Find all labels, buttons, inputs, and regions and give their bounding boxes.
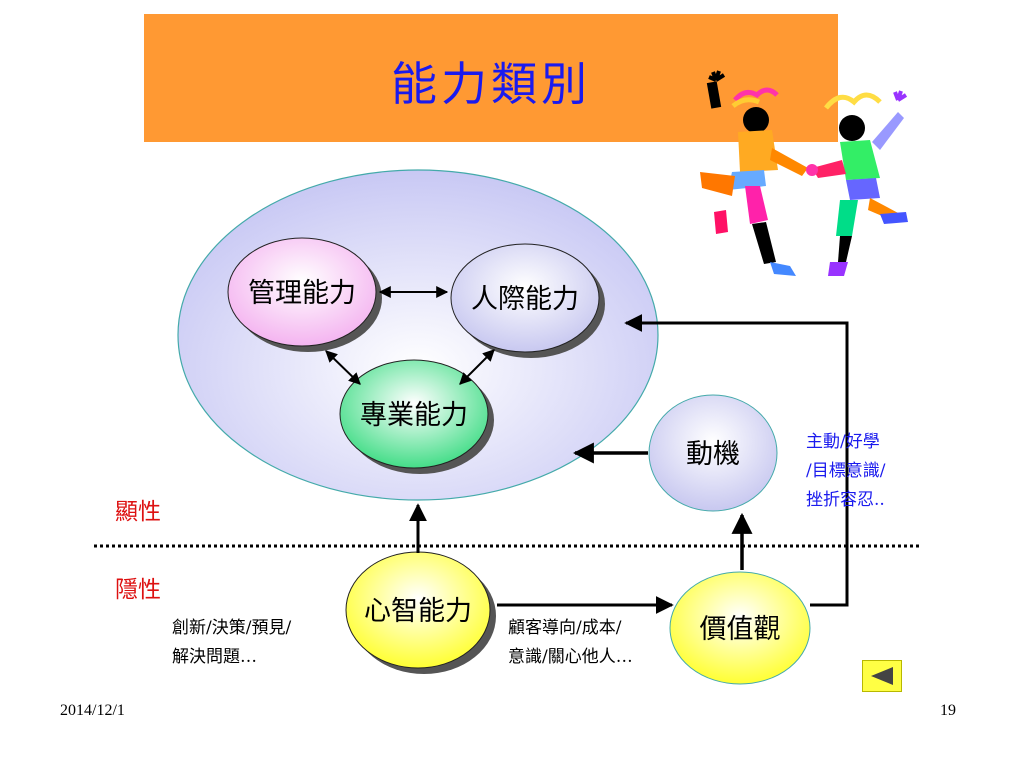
motivation-node <box>648 394 778 512</box>
slide-number: 19 <box>940 702 956 719</box>
interpersonal-node: 人際能力 <box>450 243 605 358</box>
slide-title: 能力類別 <box>391 57 591 111</box>
professional-label: 專業能力 <box>360 400 468 431</box>
mental-node: 心智能力 <box>345 551 496 674</box>
mental-label: 心智能力 <box>364 596 472 627</box>
implicit-label: 隱性 <box>115 577 161 603</box>
values-node <box>669 571 811 685</box>
dancing-people-illustration <box>700 70 908 276</box>
slide-date: 2014/12/1 <box>60 702 125 719</box>
motivation-note: 主動/好學 /目標意識/ 挫折容忍.. <box>806 432 886 510</box>
management-label: 管理能力 <box>248 278 356 309</box>
management-node: 管理能力 <box>227 237 382 352</box>
values-note: 顧客導向/成本/ 意識/關心他人… <box>508 618 633 667</box>
values-label: 價值觀 <box>700 614 781 645</box>
back-button[interactable] <box>862 660 902 692</box>
mental-note: 創新/決策/預見/ 解決問題… <box>172 618 292 667</box>
arrow-interpersonal-professional <box>459 349 495 385</box>
arrow-values-loop-to-ellipse <box>624 314 849 607</box>
professional-node: 專業能力 <box>339 359 494 474</box>
triangle-left-icon <box>871 667 893 685</box>
interpersonal-label: 人際能力 <box>471 284 579 315</box>
motivation-label: 動機 <box>686 439 740 470</box>
explicit-label: 顯性 <box>115 499 161 525</box>
arrow-management-professional <box>325 350 361 385</box>
